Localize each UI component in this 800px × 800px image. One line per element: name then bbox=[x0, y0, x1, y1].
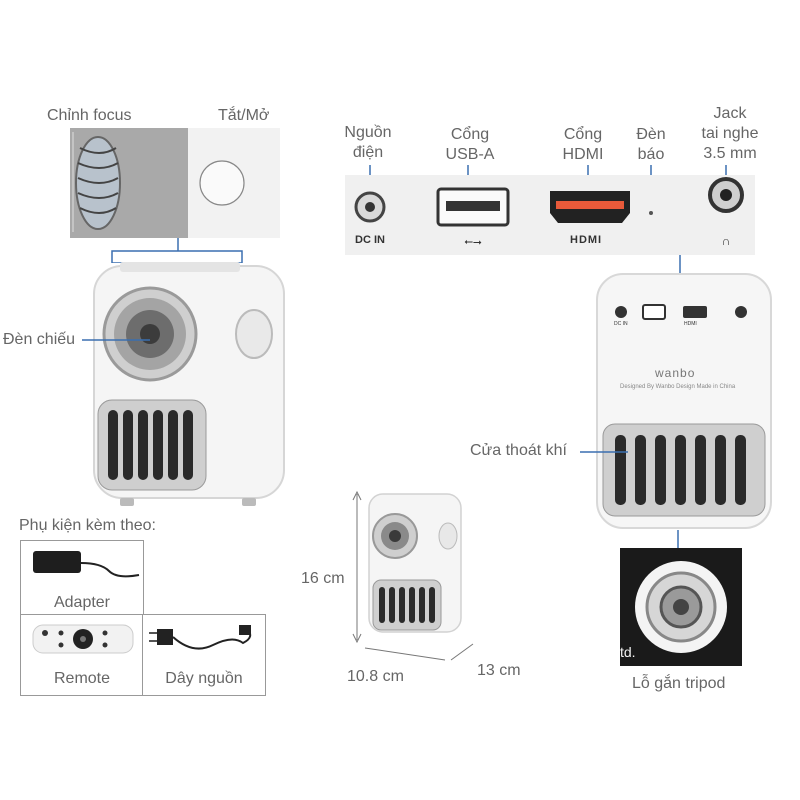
accessory-adapter-label: Adapter bbox=[53, 594, 111, 611]
svg-text:∩: ∩ bbox=[722, 234, 731, 248]
dimension-height: 16 cm bbox=[301, 570, 345, 587]
indicator-light-line-1: Đèn bbox=[636, 126, 666, 143]
tripod-mount-label: Lỗ gắn tripod bbox=[632, 675, 726, 692]
vent-label: Cửa thoát khí bbox=[470, 442, 567, 459]
rear-dc-in-caption: DC IN bbox=[614, 321, 628, 327]
accessory-power-cord-label: Dây nguồn bbox=[165, 670, 243, 687]
power-cord-icon bbox=[149, 625, 252, 650]
dc-in-port bbox=[354, 191, 386, 223]
indicator-light-label: Đèn báo bbox=[626, 125, 676, 165]
headphone-jack-line-3: 3.5 mm bbox=[703, 145, 757, 162]
accessory-remote-label: Remote bbox=[53, 670, 111, 687]
remote-icon bbox=[32, 624, 134, 654]
power-toggle-label: Tắt/Mở bbox=[218, 107, 270, 124]
adapter-icon bbox=[33, 551, 140, 578]
power-input-line-2: điện bbox=[352, 144, 384, 161]
power-button bbox=[199, 160, 245, 206]
focus-label: Chỉnh focus bbox=[47, 107, 132, 124]
headphone-jack-line-2: tai nghe bbox=[701, 125, 759, 142]
port-strip: ⭠⭢ ∩ bbox=[345, 165, 755, 255]
dimension-width: 10.8 cm bbox=[347, 668, 404, 685]
indicator-led bbox=[649, 211, 653, 215]
headphone-jack-label: Jack tai nghe 3.5 mm bbox=[690, 104, 770, 164]
dimension-depth: 13 cm bbox=[477, 662, 521, 679]
accessories-heading: Phụ kiện kèm theo: bbox=[19, 517, 156, 534]
power-input-label: Nguồn điện bbox=[330, 123, 406, 163]
usb-port-line-1: Cổng bbox=[450, 126, 490, 143]
accessory-power-cord: Dây nguồn bbox=[142, 614, 266, 696]
headphone-jack-line-1: Jack bbox=[713, 105, 747, 122]
headphone-jack: ∩ bbox=[708, 177, 744, 248]
tripod-mount-closeup bbox=[620, 530, 742, 666]
accessory-remote: Remote bbox=[20, 614, 144, 696]
usb-port-line-2: USB-A bbox=[445, 146, 495, 163]
focus-power-closeup bbox=[70, 128, 280, 263]
vent-callout bbox=[580, 451, 628, 453]
dimension-diagram bbox=[352, 490, 474, 661]
focus-wheel bbox=[75, 136, 121, 230]
projector-front-view bbox=[93, 262, 285, 506]
dc-in-caption: DC IN bbox=[355, 234, 385, 246]
projector-rear-view bbox=[596, 273, 772, 529]
hdmi-port-line-2: HDMI bbox=[562, 146, 604, 163]
watermark-fragment: td. bbox=[620, 644, 636, 660]
hdmi-port bbox=[550, 191, 630, 223]
accessory-adapter: Adapter bbox=[20, 540, 144, 616]
lamp-label: Đèn chiếu bbox=[3, 331, 76, 348]
rear-hdmi-caption: HDMI bbox=[684, 321, 697, 327]
rear-brand: wanbo bbox=[655, 366, 696, 380]
rear-tagline: Designed By Wanbo Design Made in China bbox=[620, 384, 736, 390]
hdmi-port-line-1: Cổng bbox=[563, 126, 603, 143]
usb-a-port: ⭠⭢ bbox=[436, 187, 510, 248]
indicator-light-line-2: báo bbox=[637, 146, 665, 163]
lamp-callout bbox=[82, 339, 150, 341]
usb-port-label: Cổng USB-A bbox=[430, 125, 510, 165]
power-input-line-1: Nguồn bbox=[344, 124, 392, 141]
hdmi-port-label: Cổng HDMI bbox=[545, 125, 621, 165]
hdmi-logo-caption: HDMI bbox=[570, 234, 603, 246]
svg-text:⭠⭢: ⭠⭢ bbox=[464, 236, 482, 248]
